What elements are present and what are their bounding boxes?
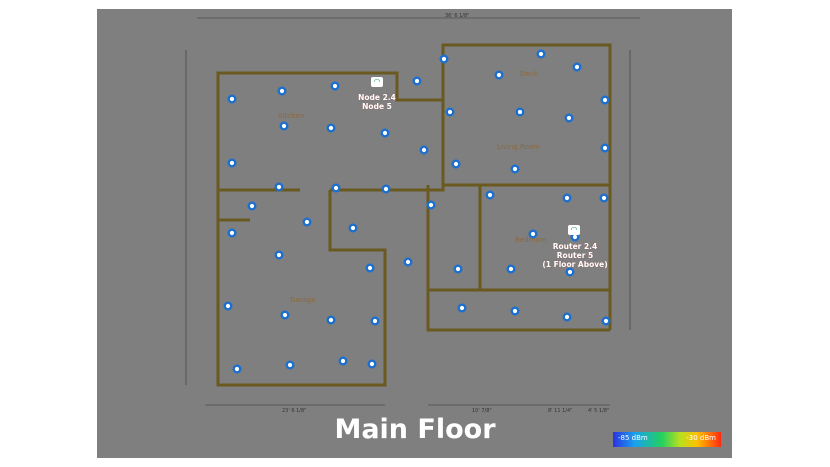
measurement-point[interactable] <box>599 193 609 203</box>
measurement-point[interactable] <box>439 54 449 64</box>
room-label-garage: Garage <box>290 296 316 304</box>
measurement-point[interactable] <box>279 121 289 131</box>
measurement-point[interactable] <box>380 128 390 138</box>
walls <box>216 43 612 387</box>
measurement-point[interactable] <box>562 312 572 322</box>
measurement-point[interactable] <box>600 95 610 105</box>
dimension-label: 36' 6 1/8" <box>445 13 470 19</box>
measurement-point[interactable] <box>338 356 348 366</box>
dimension-label: 10' 7/8" <box>472 408 492 414</box>
measurement-point[interactable] <box>510 306 520 316</box>
dimension-label: 8' 11 1/4" <box>548 408 573 414</box>
measurement-point[interactable] <box>330 81 340 91</box>
measurement-point[interactable] <box>381 184 391 194</box>
floor-title: Main Floor <box>334 414 496 445</box>
dimension-label: 4' 5 1/8" <box>588 408 610 414</box>
measurement-point[interactable] <box>601 316 611 326</box>
measurement-point[interactable] <box>457 303 467 313</box>
measurement-point[interactable] <box>326 123 336 133</box>
measurement-point[interactable] <box>302 217 312 227</box>
measurement-point[interactable] <box>223 301 233 311</box>
measurement-point[interactable] <box>227 158 237 168</box>
measurement-point[interactable] <box>227 228 237 238</box>
measurement-point[interactable] <box>370 316 380 326</box>
measurement-point[interactable] <box>515 107 525 117</box>
measurement-point[interactable] <box>565 267 575 277</box>
measurement-point[interactable] <box>562 193 572 203</box>
measurement-point[interactable] <box>445 107 455 117</box>
measurement-point[interactable] <box>536 49 546 59</box>
measurement-point[interactable] <box>403 257 413 267</box>
measurement-point[interactable] <box>274 250 284 260</box>
measurement-point[interactable] <box>232 364 242 374</box>
measurement-point[interactable] <box>600 143 610 153</box>
dimension-label: 23' 6 1/8" <box>282 408 307 414</box>
room-label-living-room: Living Room <box>497 143 540 151</box>
wifi-icon[interactable]: ◠ <box>568 225 580 235</box>
measurement-point[interactable] <box>285 360 295 370</box>
measurement-point[interactable] <box>331 183 341 193</box>
router-label: Router 2.4 Router 5 (1 Floor Above) <box>542 242 608 269</box>
measurement-point[interactable] <box>348 223 358 233</box>
measurement-point[interactable] <box>510 164 520 174</box>
room-label-bedroom: Bedroom <box>515 236 547 244</box>
measurement-point[interactable] <box>419 145 429 155</box>
measurement-point[interactable] <box>326 315 336 325</box>
room-label-deck: Deck <box>520 70 538 78</box>
measurement-point[interactable] <box>280 310 290 320</box>
measurement-point[interactable] <box>274 182 284 192</box>
room-label-kitchen: Kitchen <box>278 112 305 120</box>
measurement-point[interactable] <box>367 359 377 369</box>
measurement-point[interactable] <box>227 94 237 104</box>
wifi-icon[interactable]: ◠ <box>371 77 383 87</box>
legend-max: -30 dBm <box>686 434 716 442</box>
measurement-point[interactable] <box>485 190 495 200</box>
legend-min: -85 dBm <box>618 434 648 442</box>
measurement-point[interactable] <box>412 76 422 86</box>
measurement-point[interactable] <box>564 113 574 123</box>
measurement-point[interactable] <box>247 201 257 211</box>
measurement-point[interactable] <box>453 264 463 274</box>
measurement-point[interactable] <box>426 200 436 210</box>
measurement-point[interactable] <box>572 62 582 72</box>
measurement-point[interactable] <box>451 159 461 169</box>
measurement-point[interactable] <box>277 86 287 96</box>
measurement-point[interactable] <box>494 70 504 80</box>
measurement-point[interactable] <box>528 229 538 239</box>
measurement-point[interactable] <box>506 264 516 274</box>
measurement-point[interactable] <box>365 263 375 273</box>
signal-legend: -85 dBm -30 dBm <box>613 432 721 447</box>
node-label: Node 2.4 Node 5 <box>358 93 396 111</box>
